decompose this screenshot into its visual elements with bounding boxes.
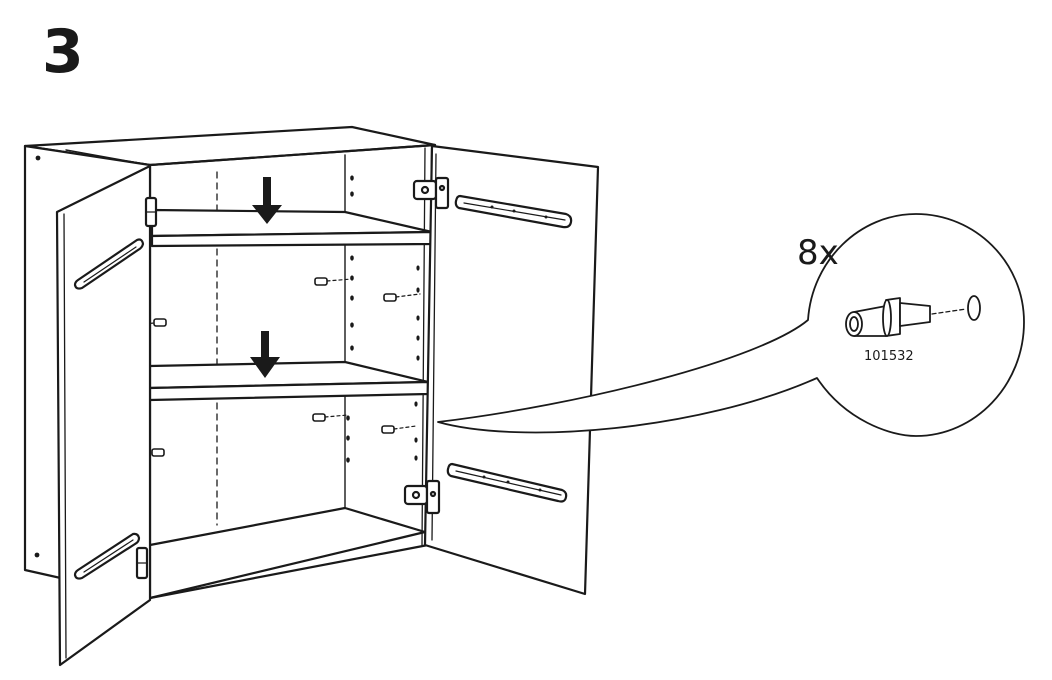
hinge-icon [144,196,158,228]
hinge-icon [412,176,450,210]
door-handle [73,532,141,580]
right-door [403,144,600,596]
callout-bubble [437,213,1025,437]
step-number: 3 [42,17,84,87]
door-handle [73,238,145,290]
hinge-icon [135,546,149,580]
door-handle [446,462,568,503]
door-handle [454,194,573,229]
shelf-support-pin-icon [845,295,981,337]
quantity-label: 8x [797,233,839,273]
left-door [34,155,158,667]
arrow-down-icon [252,177,282,224]
hinge-icon [403,479,441,515]
shelf-pin-holes [346,175,420,463]
part-number: 101532 [864,349,914,364]
arrow-down-icon [250,331,280,378]
